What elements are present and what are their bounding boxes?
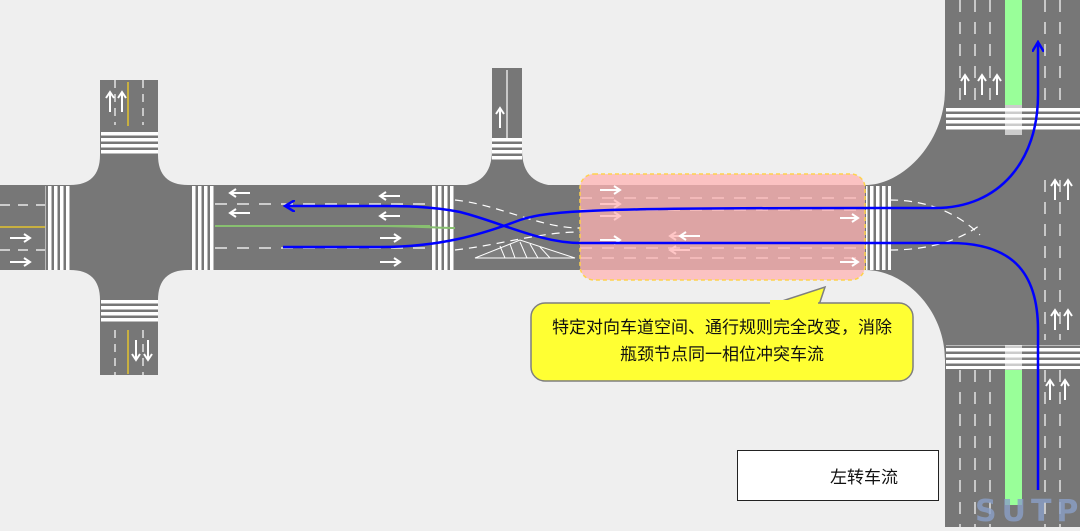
callout-box [530,302,914,382]
highlight-zone [579,173,866,281]
watermark-logo: SUTPC [975,494,1080,529]
callout-text: 特定对向车道空间、通行规则完全改变，消除瓶颈节点同一相位冲突车流 [552,318,892,365]
channelization-hatch [379,225,576,259]
legend-label: 左转车流 [830,468,898,488]
crosswalks [45,108,1080,369]
legend-box [737,450,939,501]
left-turn-flow [283,42,1038,490]
